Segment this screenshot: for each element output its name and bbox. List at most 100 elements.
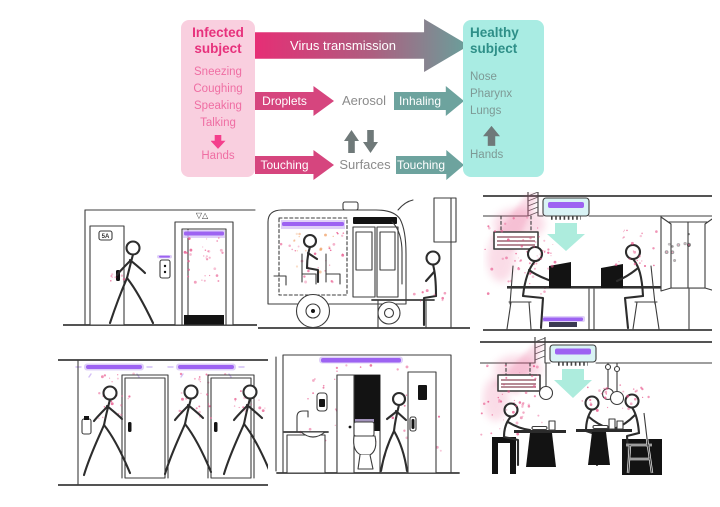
chair	[506, 265, 532, 330]
healthy-title: Healthy subject	[470, 25, 519, 56]
toilet-stall	[336, 374, 381, 474]
virus-particles	[614, 229, 658, 268]
upper-room-uv-fixture	[487, 194, 545, 282]
bus-body	[267, 199, 414, 305]
elevator-call-panel	[157, 255, 172, 279]
inhaling-label: Inhaling	[398, 94, 442, 108]
uv-lamp-bar	[543, 317, 583, 321]
touching-arrow-right: Touching	[396, 150, 464, 180]
soap-dispenser	[316, 392, 328, 412]
cup	[548, 420, 556, 431]
person-seated-bus	[302, 233, 320, 284]
windshield	[391, 221, 403, 285]
organ-pharynx: Pharynx	[470, 87, 513, 100]
dining-table-right	[576, 384, 662, 475]
laptop	[549, 262, 571, 288]
hand-sanitizer-dispenser	[81, 416, 92, 435]
uv-lamp-bar	[548, 202, 584, 208]
touching-right-label: Touching	[396, 158, 446, 172]
aerosol-surface-exchange-icon	[344, 130, 378, 153]
person-walking	[379, 391, 409, 473]
bus-seats	[273, 253, 341, 286]
activity-sneezing: Sneezing	[194, 65, 242, 78]
organ-lungs: Lungs	[470, 104, 502, 117]
uv-lamp-bar	[321, 358, 401, 363]
ceiling-uv-air-purifier	[542, 197, 590, 251]
virus-particles	[497, 396, 525, 420]
chair	[632, 265, 660, 330]
scene-office	[483, 192, 712, 331]
uv-lamp-bar	[178, 365, 234, 369]
door	[121, 374, 169, 479]
chair-silhouette	[492, 437, 516, 474]
ceiling-uv-air-purifier	[549, 344, 597, 398]
infected-activities: Sneezing Coughing Speaking Talking	[193, 64, 242, 132]
stall-door-lock	[348, 425, 352, 429]
clean-air-arrow	[547, 223, 585, 251]
activity-coughing: Coughing	[193, 82, 243, 95]
virus-particles	[516, 237, 557, 270]
bus-stop	[371, 197, 457, 329]
washbasin	[283, 410, 329, 474]
droplets-arrow: Droplets	[255, 86, 334, 116]
cup	[608, 418, 616, 430]
virus-particles	[664, 232, 691, 262]
uv-lamp-bar	[86, 365, 142, 369]
down-arrow-icon	[210, 134, 226, 149]
activity-talking: Talking	[200, 116, 236, 129]
aerosol-label: Aerosol	[341, 93, 387, 108]
exhaust-duct	[527, 192, 539, 217]
virus-transmission-arrow: Virus transmission	[255, 19, 469, 72]
elevator-cab: ▽△	[174, 211, 234, 326]
ceiling-uv-lamp	[167, 363, 245, 385]
person-waiting-bench	[422, 250, 441, 327]
uv-lamp-bar	[159, 255, 170, 258]
touching-left-label: Touching	[260, 158, 309, 172]
virus-particles	[581, 386, 609, 412]
door-handle	[128, 422, 132, 432]
inhaling-arrow: Inhaling	[394, 86, 464, 116]
scene-bus	[258, 197, 470, 329]
restroom-door	[407, 371, 437, 474]
touching-arrow-left: Touching	[255, 150, 334, 180]
scene-corridor	[58, 359, 268, 486]
under-table-uv-device	[541, 316, 585, 327]
chair	[626, 412, 654, 474]
plate	[531, 425, 548, 431]
uv-lamp-bar	[282, 222, 344, 226]
up-arrow-icon	[483, 125, 500, 146]
laptop	[601, 264, 623, 288]
scene-restaurant	[480, 337, 712, 475]
person-walking	[108, 240, 155, 325]
organ-nose: Nose	[470, 70, 497, 83]
uv-lamp-bar	[555, 348, 591, 355]
elevator-direction-symbols: ▽△	[196, 211, 209, 220]
virus-particles	[183, 237, 224, 284]
door-handle	[411, 419, 415, 429]
healthy-hands-label: Hands	[470, 148, 504, 161]
clean-air-arrow	[554, 369, 592, 398]
person-walking	[163, 384, 213, 476]
infected-hands-label: Hands	[201, 149, 235, 162]
dining-table-left	[492, 396, 566, 474]
restroom-sign	[418, 385, 427, 400]
bus-wheels	[295, 293, 401, 329]
apartment-door: 5A	[89, 225, 126, 326]
virus-transmission-label: Virus transmission	[290, 38, 396, 53]
healthy-subject-box: Healthy subject Nose Pharynx Lungs Hands	[463, 20, 544, 177]
toilet	[353, 419, 377, 470]
virus-particles	[619, 384, 650, 411]
person-left-desk	[506, 237, 571, 330]
virus-particles	[412, 289, 447, 302]
infected-subject-box: Infected subject Sneezing Coughing Speak…	[181, 20, 255, 177]
surfaces-label: Surfaces	[339, 157, 391, 172]
infected-title: Infected subject	[192, 25, 244, 56]
bus-doors	[352, 226, 399, 298]
exhaust-duct	[534, 337, 546, 364]
aerosol-particles	[293, 232, 334, 274]
scene-elevator: 5A ▽△	[63, 209, 257, 326]
plate	[592, 424, 609, 430]
activity-speaking: Speaking	[194, 99, 242, 112]
person-right-desk	[601, 229, 660, 330]
